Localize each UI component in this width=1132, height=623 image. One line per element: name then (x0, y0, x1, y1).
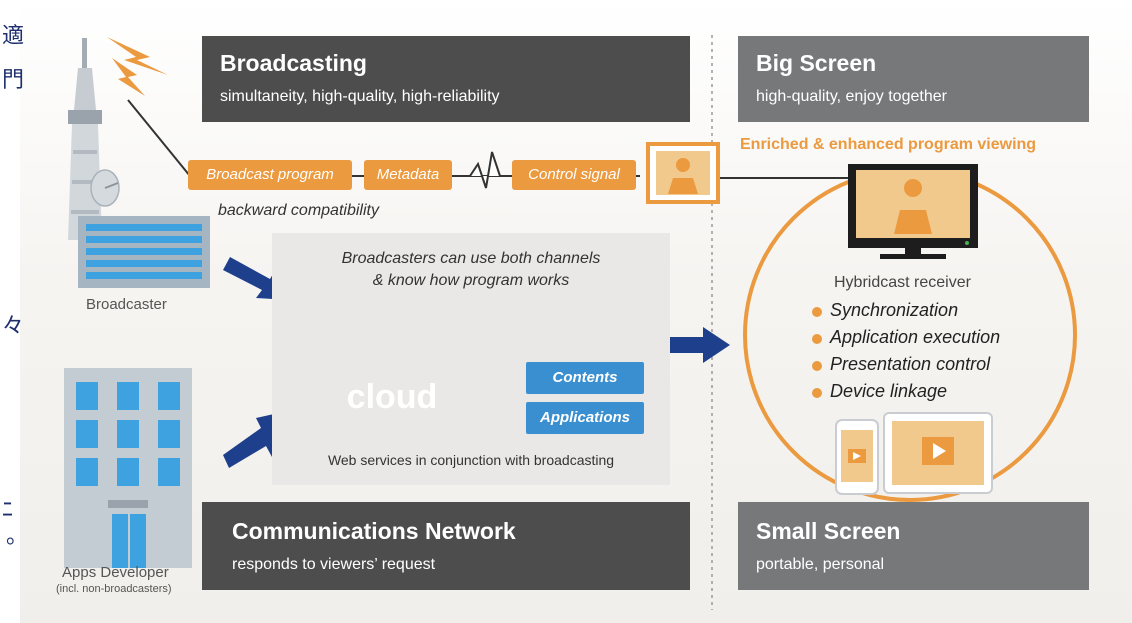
enriched-viewing-heading: Enriched & enhanced program viewing (740, 136, 1037, 153)
edge-fragment: 適 (2, 24, 25, 49)
bullet-dot-icon (812, 361, 822, 371)
metadata-tag: Metadata (364, 160, 452, 190)
smartphone-icon (835, 419, 879, 495)
tablet-icon (883, 412, 993, 494)
cloud-label: cloud (346, 378, 438, 416)
hybridcast-receiver-label: Hybridcast receiver (834, 274, 971, 291)
broadcaster-building-icon (78, 216, 210, 288)
control-signal-tag: Control signal (512, 160, 636, 190)
cloud-services-panel (272, 233, 670, 485)
signal-zigzag (448, 151, 501, 189)
broadcaster-label: Broadcaster (86, 296, 167, 313)
feature-item: Synchronization (812, 300, 1000, 327)
edge-fragment: 々 (2, 314, 25, 339)
edge-fragment: 。 (6, 524, 29, 549)
feature-label: Application execution (830, 327, 1001, 347)
small-screen-header: Small Screen portable, personal (738, 502, 1089, 590)
broadcast-program-tag: Broadcast program (188, 160, 352, 190)
feature-item: Device linkage (812, 381, 1000, 408)
bullet-dot-icon (812, 307, 822, 317)
presenter-thumbnail-icon (646, 142, 720, 204)
cloud-panel-caption-line2: & know how program works (372, 272, 570, 289)
feature-item: Application execution (812, 327, 1000, 354)
applications-badge: Applications (526, 402, 644, 434)
cloud-panel-footer: Web services in conjunction with broadca… (327, 452, 615, 468)
tower-icon (68, 38, 102, 240)
dish-icon (90, 169, 120, 207)
broadcasting-title: Broadcasting (220, 50, 367, 76)
big-screen-subtitle: high-quality, enjoy together (756, 88, 947, 105)
apps-developer-note: (incl. non-broadcasters) (56, 583, 172, 595)
big-screen-title: Big Screen (756, 50, 877, 76)
apps-developer-label: Apps Developer (62, 564, 169, 581)
feature-label: Synchronization (830, 300, 959, 320)
communications-network-header: Communications Network responds to viewe… (202, 502, 690, 590)
edge-fragment: 門 (2, 68, 25, 93)
bullet-dot-icon (812, 334, 822, 344)
feature-label: Device linkage (830, 381, 948, 401)
big-screen-header: Big Screen high-quality, enjoy together (738, 36, 1089, 122)
apps-developer-building-icon (64, 368, 192, 568)
cloud-panel-caption-line1: Broadcasters can use both channels (341, 250, 601, 267)
backward-compatibility-label: backward compatibility (218, 202, 379, 219)
lightning-icon (107, 37, 168, 96)
contents-badge: Contents (526, 362, 644, 394)
broadcasting-header: Broadcasting simultaneity, high-quality,… (202, 36, 690, 122)
broadcasting-subtitle: simultaneity, high-quality, high-reliabi… (220, 88, 500, 105)
receiver-feature-list: Synchronization Application execution Pr… (812, 300, 1000, 408)
bullet-dot-icon (812, 388, 822, 398)
small-screen-subtitle: portable, personal (756, 556, 885, 573)
feature-item: Presentation control (812, 354, 1000, 381)
feature-label: Presentation control (830, 354, 991, 374)
small-screen-title: Small Screen (756, 518, 901, 544)
tv-receiver-icon (848, 164, 978, 259)
communications-title: Communications Network (232, 518, 516, 544)
communications-subtitle: responds to viewers’ request (232, 556, 436, 573)
edge-fragment: ﾆ (2, 498, 14, 523)
